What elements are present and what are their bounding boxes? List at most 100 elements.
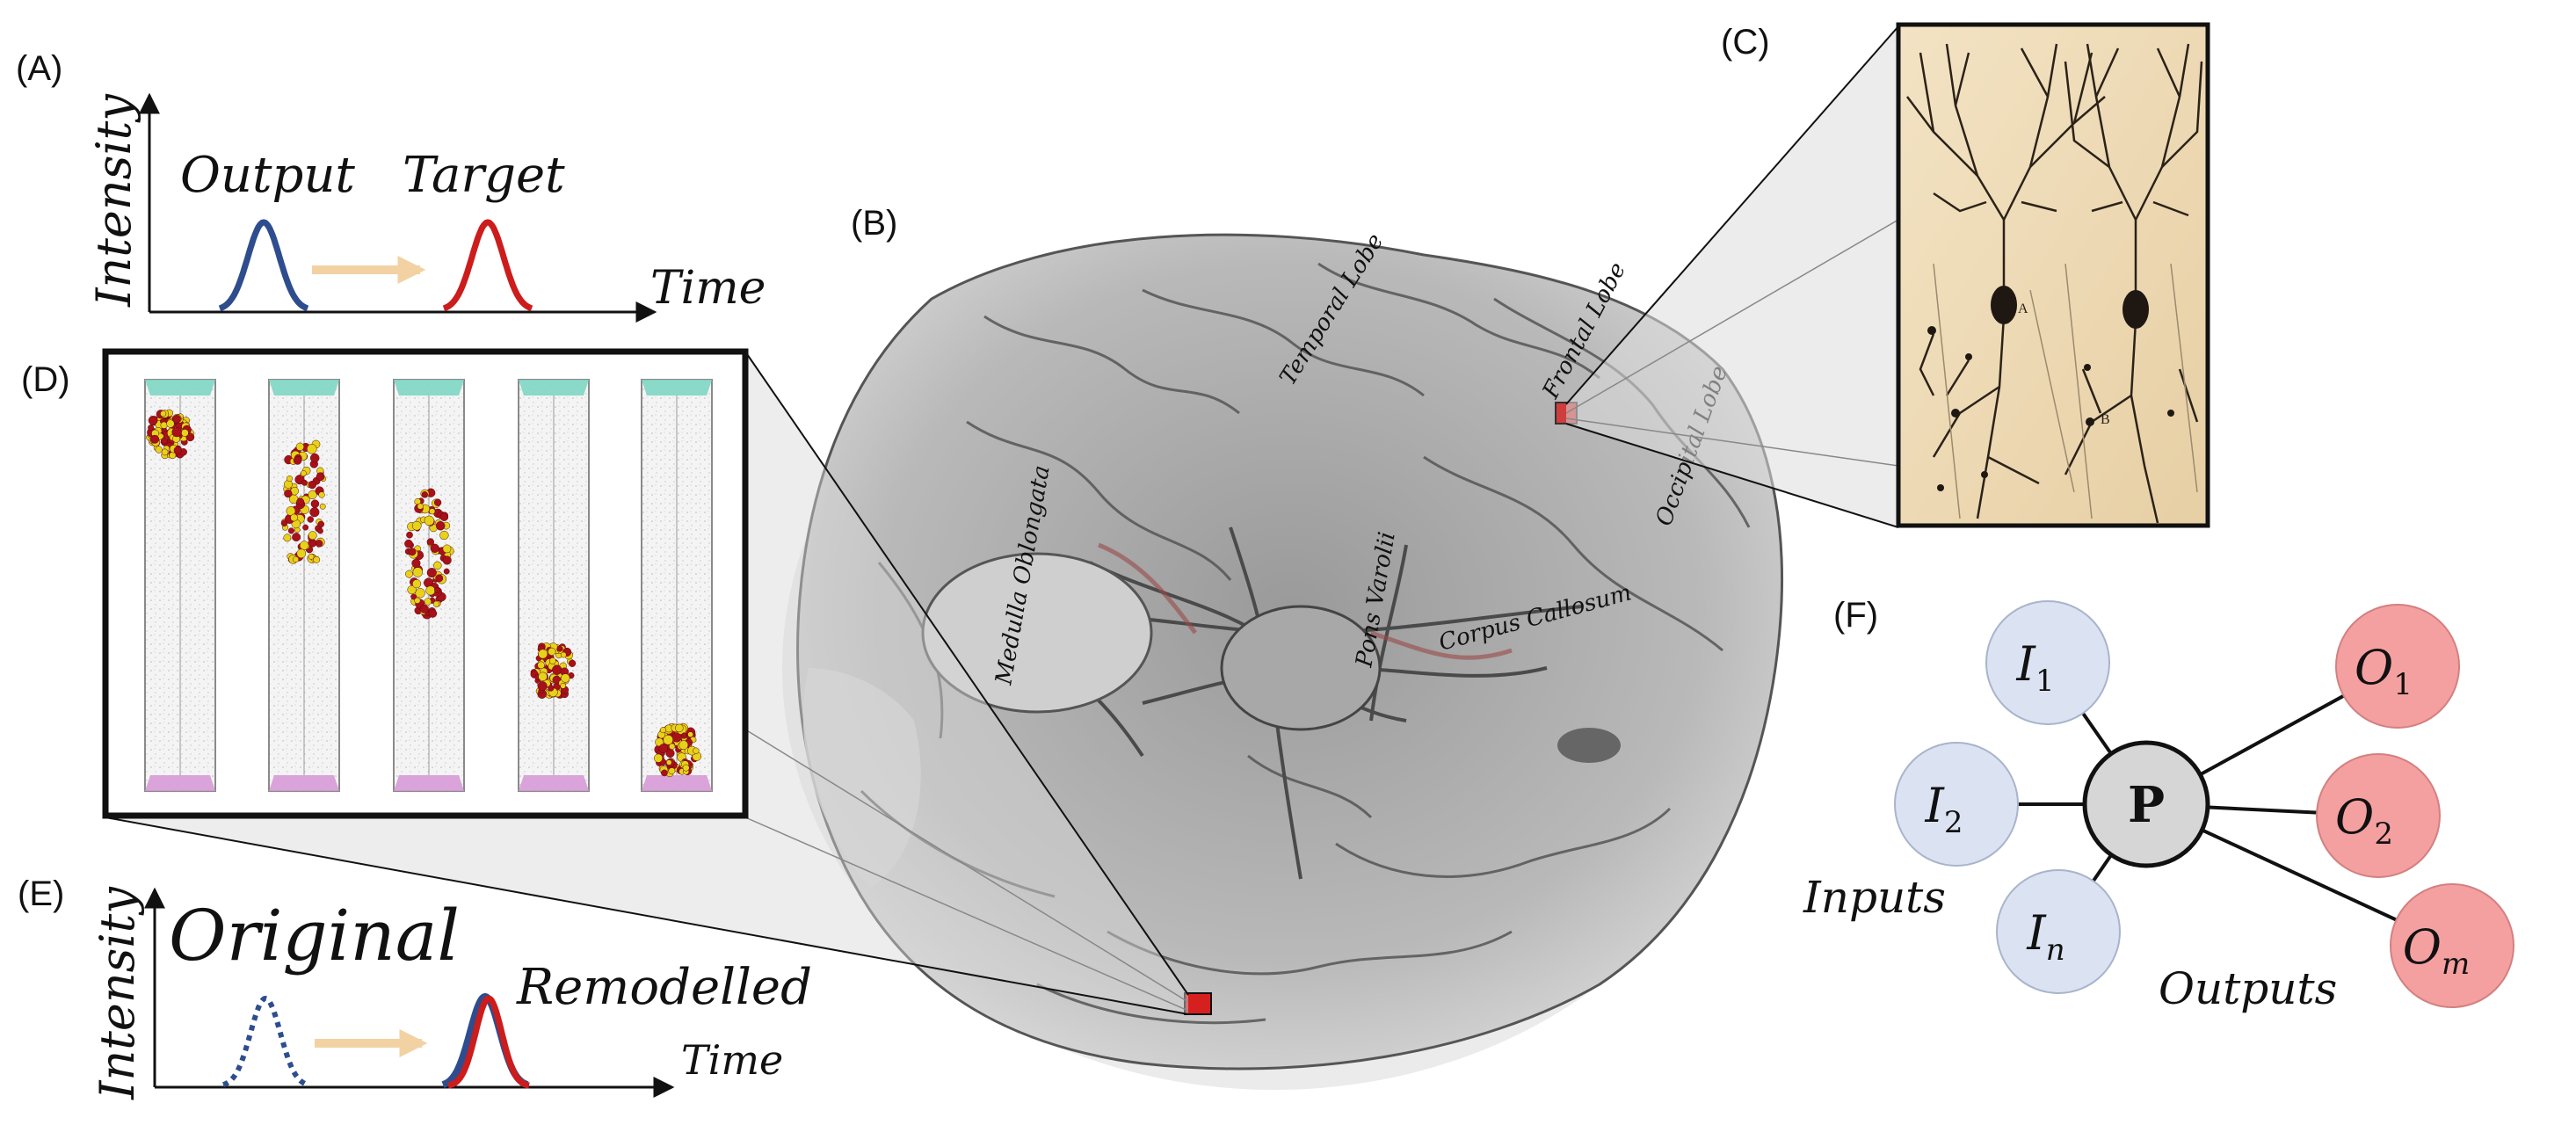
particle (160, 421, 168, 429)
a-target-label: Target (403, 147, 565, 204)
neuron-image-frame (1896, 22, 2210, 528)
panel-label-a: (A) (16, 49, 63, 88)
particle (433, 498, 442, 506)
neuron-annotation-a: A (2018, 301, 2028, 316)
neuron-soma-a (1991, 286, 2017, 324)
output-node-m (2390, 883, 2514, 1008)
particle (556, 645, 563, 652)
zoom-line-c-4 (1565, 417, 1899, 467)
particle (426, 568, 437, 578)
zoom-line-d-4 (744, 817, 1189, 1012)
particle (561, 673, 570, 683)
particle (552, 664, 562, 675)
particle (302, 524, 309, 531)
particle (290, 513, 298, 522)
particle (150, 434, 160, 444)
neuron-annotation-b: B (2101, 412, 2110, 427)
particle (161, 448, 169, 456)
simulation-column (393, 379, 465, 792)
a-target-curve (442, 219, 533, 312)
e-ylabel: Intensity (90, 886, 145, 1100)
e-original-label: Original (169, 895, 460, 976)
column-top-cap (269, 380, 339, 396)
particle (181, 429, 189, 437)
particle (185, 432, 195, 442)
particle (161, 437, 168, 445)
e-remodelled-red-curve (447, 995, 530, 1089)
e-remodelled-label: Remodelled (516, 959, 812, 1016)
particle (669, 743, 676, 750)
particle (433, 561, 442, 570)
highlight-square-hippocampus (1184, 992, 1212, 1015)
particle (173, 446, 182, 455)
simulation-column (641, 379, 713, 792)
neuron-fibers (1933, 263, 2198, 519)
zoom-line-c-3 (1565, 219, 1899, 414)
a-output-curve (218, 219, 309, 312)
column-top-cap (642, 380, 712, 396)
panel-b-brain: Temporal Lobe Occipital Lobe Frontal Lob… (782, 229, 1783, 1090)
input-node-2 (1894, 742, 2019, 867)
particle (552, 675, 562, 685)
particle (295, 442, 305, 451)
particle (661, 769, 668, 777)
cerebellum-left (802, 668, 921, 888)
particle (417, 503, 424, 510)
particle (430, 543, 439, 553)
particle (148, 425, 155, 431)
particle (315, 540, 323, 548)
particle (659, 727, 667, 734)
particle (404, 539, 413, 548)
particle (538, 649, 548, 659)
column-top-cap (145, 380, 215, 396)
particle (155, 446, 163, 454)
particle (548, 685, 555, 692)
particle (548, 657, 556, 664)
particle (412, 579, 422, 589)
particle (424, 515, 435, 526)
particle (286, 506, 296, 516)
panel-e: Intensity Time Original Remodelled (90, 886, 812, 1100)
particle (678, 740, 689, 751)
column-bottom-cap (394, 775, 464, 791)
a-xlabel: Time (650, 262, 766, 315)
a-output-label: Output (180, 147, 355, 204)
particle (293, 456, 302, 465)
particle (412, 567, 424, 577)
a-ylabel: Intensity (86, 93, 141, 308)
particle (408, 548, 417, 556)
particle (292, 556, 300, 563)
zoom-line-c-2 (1565, 423, 1899, 528)
particle (442, 555, 452, 565)
particle (283, 533, 292, 542)
panel-label-b: (B) (851, 204, 898, 243)
particle (443, 568, 450, 575)
small-cells (1927, 326, 2174, 491)
e-xlabel: Time (681, 1036, 783, 1084)
panel-a: Intensity Time Output Target (86, 92, 766, 323)
zoom-wedge-c (1566, 26, 1898, 527)
output-node-m-label: Om (2403, 919, 2471, 982)
particle (172, 414, 181, 424)
particle (658, 744, 669, 753)
column-bottom-cap (145, 775, 215, 791)
particle (434, 587, 440, 593)
input-node-2-label: I2 (1925, 778, 1963, 840)
particle (560, 651, 567, 658)
particle (411, 520, 422, 531)
particle (307, 444, 317, 454)
particle (429, 508, 436, 515)
particle (148, 416, 158, 425)
particle (292, 533, 301, 542)
particle (682, 764, 690, 772)
zoom-line-d-1 (744, 351, 1189, 996)
input-node-1 (1985, 600, 2110, 725)
particle (286, 475, 294, 483)
center-node (2082, 740, 2210, 868)
particle (317, 527, 323, 534)
particle (537, 681, 548, 692)
column-bottom-cap (269, 775, 339, 791)
zoom-line-d-2 (105, 817, 1189, 1015)
particle (428, 609, 438, 618)
output-node-2-label: O2 (2335, 789, 2393, 852)
